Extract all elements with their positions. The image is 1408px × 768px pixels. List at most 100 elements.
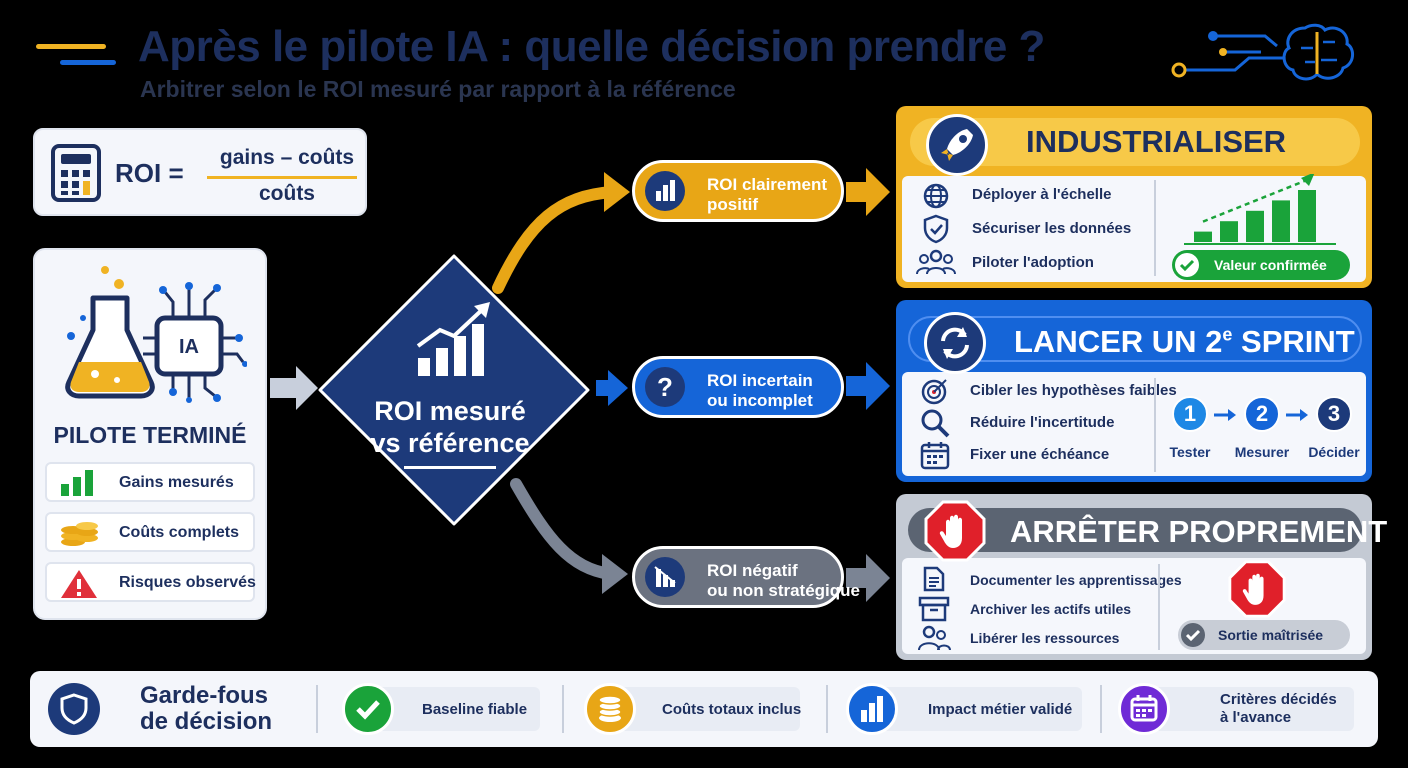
panel-divider bbox=[1158, 564, 1160, 650]
panel-item: Documenter les apprentissages bbox=[970, 572, 1182, 588]
step-label: Décider bbox=[1308, 444, 1360, 460]
archive-box-icon bbox=[918, 596, 950, 622]
arrow-icon bbox=[1286, 409, 1308, 421]
step-2: 2 bbox=[1244, 396, 1280, 432]
growth-chart-icon bbox=[416, 302, 490, 376]
controlled-exit-badge: Sortie maîtrisée bbox=[1178, 620, 1350, 650]
calendar-icon bbox=[920, 442, 950, 470]
globe-icon bbox=[923, 183, 949, 209]
document-icon bbox=[923, 566, 945, 592]
step-number: 2 bbox=[1255, 401, 1269, 426]
panel-item: Piloter l'adoption bbox=[972, 254, 1094, 271]
check-icon bbox=[1181, 623, 1205, 647]
refresh-icon bbox=[924, 312, 986, 374]
stop-hand-icon bbox=[1228, 560, 1286, 618]
panel-item: Cibler les hypothèses faibles bbox=[970, 382, 1177, 399]
panel-item: Sécuriser les données bbox=[972, 220, 1132, 237]
guardrail-label: Impact métier validé bbox=[928, 701, 1073, 718]
shield-check-icon bbox=[923, 214, 949, 244]
svg-text:?: ? bbox=[657, 372, 673, 402]
roi-denominator: coûts bbox=[258, 182, 315, 205]
growth-trend-line bbox=[1202, 178, 1308, 223]
roi-formula-card: ROI = gains – coûts coûts bbox=[33, 128, 367, 216]
step-1: 1 bbox=[1172, 396, 1208, 432]
guardrail-label: Baseline fiable bbox=[422, 701, 528, 718]
fraction-bar bbox=[207, 176, 357, 179]
panel-sprint: LANCER UN 2e SPRINT Cibler les hypothèse… bbox=[896, 300, 1372, 482]
panel-divider bbox=[1154, 378, 1156, 472]
pilot-card: IA PILOTE TERMINÉ Gains mesurés Coûts co… bbox=[33, 248, 267, 620]
panel-item: Déployer à l'échelle bbox=[972, 186, 1112, 203]
page-title: Après le pilote IA : quelle décision pre… bbox=[138, 22, 1045, 71]
step-3: 3 bbox=[1316, 396, 1352, 432]
confirmed-badge: Valeur confirmée bbox=[1172, 250, 1350, 280]
diamond-label: ROI mesuré vs référence bbox=[350, 395, 550, 459]
growth-bar bbox=[1220, 221, 1238, 242]
guardrail-label: Coûts totaux inclus bbox=[662, 701, 802, 718]
growth-bar bbox=[1194, 231, 1212, 242]
check-icon bbox=[1175, 253, 1199, 277]
pilot-item-label: Coûts complets bbox=[119, 524, 240, 541]
warning-icon bbox=[61, 570, 97, 598]
step-number: 1 bbox=[1183, 401, 1197, 426]
pilot-item-label: Risques observés bbox=[119, 574, 256, 591]
panel-divider bbox=[1154, 180, 1156, 276]
coins-icon bbox=[61, 522, 98, 546]
stop-hand-icon bbox=[924, 500, 986, 562]
diamond-line1: ROI mesuré bbox=[374, 396, 526, 426]
step-number: 3 bbox=[1327, 401, 1341, 426]
question-icon: ? bbox=[645, 367, 685, 407]
pilot-title: PILOTE TERMINÉ bbox=[53, 422, 247, 448]
target-icon bbox=[921, 379, 947, 405]
arrow-icon bbox=[1214, 409, 1236, 421]
diamond-line2: vs référence bbox=[370, 428, 530, 458]
users-icon bbox=[918, 625, 951, 651]
bar-chart-icon bbox=[645, 171, 685, 211]
declining-chart-icon bbox=[645, 557, 685, 597]
pilot-item-costs: Coûts complets bbox=[45, 512, 255, 552]
panel-title: ARRÊTER PROPREMENT bbox=[1010, 514, 1388, 549]
footer-divider bbox=[826, 685, 828, 733]
bar-chart-icon bbox=[61, 470, 93, 496]
bar-chart-icon bbox=[846, 683, 898, 735]
footer-divider bbox=[562, 685, 564, 733]
shield-icon bbox=[48, 683, 100, 735]
panel-item: Fixer une échéance bbox=[970, 446, 1110, 463]
pilot-item-risks: Risques observés bbox=[45, 562, 256, 602]
growth-bars bbox=[1184, 174, 1336, 245]
diamond-underline bbox=[404, 466, 496, 469]
panel-stop: ARRÊTER PROPREMENT Documenter les appren… bbox=[896, 494, 1387, 660]
calculator-icon bbox=[51, 144, 101, 202]
badge-label: Valeur confirmée bbox=[1214, 257, 1327, 273]
panel-item: Archiver les actifs utiles bbox=[970, 601, 1132, 617]
magnifier-icon bbox=[921, 409, 950, 438]
pilot-item-label: Gains mesurés bbox=[119, 474, 234, 491]
pilot-item-gains: Gains mesurés bbox=[45, 462, 255, 502]
users-icon bbox=[916, 249, 956, 275]
footer-divider bbox=[1100, 685, 1102, 733]
panel-title: LANCER UN 2e SPRINT bbox=[1014, 324, 1355, 359]
coins-icon bbox=[584, 683, 636, 735]
flask-ai-icon bbox=[65, 266, 247, 403]
ai-chip-label: IA bbox=[179, 336, 199, 358]
growth-bar bbox=[1272, 200, 1290, 242]
brain-circuit-icon bbox=[1171, 23, 1354, 81]
growth-bar bbox=[1246, 210, 1264, 242]
roi-label: ROI = bbox=[115, 158, 184, 188]
badge-label: Sortie maîtrisée bbox=[1218, 627, 1324, 643]
page-subtitle: Arbitrer selon le ROI mesuré par rapport… bbox=[140, 76, 736, 102]
panel-item: Libérer les ressources bbox=[970, 630, 1120, 646]
rocket-icon bbox=[926, 114, 988, 176]
roi-numerator: gains – coûts bbox=[219, 146, 355, 169]
growth-arrow-head bbox=[1301, 174, 1315, 186]
